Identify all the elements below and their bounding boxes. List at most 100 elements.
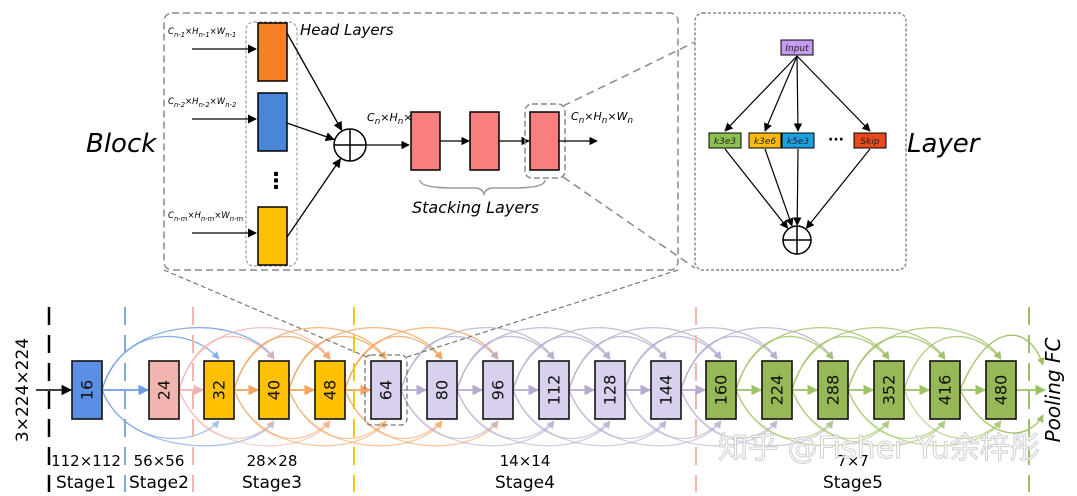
head-input-shape-label: Cn-m×Hn-m×Wn-m xyxy=(168,211,244,223)
head-layer-3 xyxy=(257,206,288,266)
skip-arrow-bottom xyxy=(178,389,331,447)
block-rect xyxy=(71,360,103,420)
block-96: 96 xyxy=(482,360,514,420)
stage-resolution-label: 28×28 xyxy=(247,452,298,470)
skip-arrow-top xyxy=(959,334,1045,391)
skip-arrow-top xyxy=(288,326,443,391)
head-layer-1 xyxy=(257,22,288,82)
block-channel-label: 40 xyxy=(265,380,284,400)
input-shape-label: 3×224×224 xyxy=(13,338,33,442)
skip-arrow-top xyxy=(101,327,275,391)
head-to-sum-arrow xyxy=(286,32,343,131)
block-rect xyxy=(203,360,235,420)
block-channel-label: 144 xyxy=(657,375,676,406)
watermark: 知乎 @Fisher Yu余梓彤 xyxy=(718,431,1040,466)
stage-name-label: Stage5 xyxy=(823,473,883,493)
zoom-connector-top xyxy=(562,41,696,107)
block-160: 160 xyxy=(705,360,737,420)
block-rect xyxy=(761,360,793,420)
stacking-layers-brace xyxy=(419,179,546,197)
skip-arrow-top xyxy=(512,326,667,391)
skip-arrow-top xyxy=(903,335,1002,391)
stacking-layer-2 xyxy=(469,111,500,171)
block-channel-label: 160 xyxy=(712,375,731,406)
skip-arrow-top xyxy=(400,326,555,391)
stage-resolution-label: 14×14 xyxy=(500,452,551,470)
op-node-label: k5e3 xyxy=(787,137,809,147)
stacking-layer-3 xyxy=(529,111,560,171)
skip-arrow-top xyxy=(680,326,834,391)
block-rect xyxy=(426,360,458,420)
stage-resolution-label: 56×56 xyxy=(134,452,185,470)
block-112: 112 xyxy=(538,360,570,420)
layer-title: Layer xyxy=(907,129,982,159)
block-rect xyxy=(370,360,402,420)
block-channel-label: 480 xyxy=(992,375,1011,406)
op-node-Skip xyxy=(853,132,887,149)
block-rect xyxy=(817,360,849,420)
skip-arrow-bottom xyxy=(624,389,778,447)
skip-arrow-top xyxy=(624,326,778,391)
head-input-shape-label: Cn-1×Hn-1×Wn-1 xyxy=(168,27,236,39)
skip-arrow-bottom xyxy=(400,389,555,447)
stage-name-label: Stage4 xyxy=(495,473,555,493)
zoom-connector xyxy=(163,269,368,358)
block-panel-frame xyxy=(163,12,679,271)
input-node-label: Input xyxy=(785,44,809,54)
op-node-k5e3 xyxy=(781,132,815,149)
block-channel-label: 288 xyxy=(824,375,843,406)
block-352: 352 xyxy=(873,360,905,420)
block-16: 16 xyxy=(71,360,103,420)
block-rect xyxy=(148,360,180,420)
block-rect xyxy=(258,360,290,420)
skip-arrow-bottom xyxy=(512,389,667,447)
block-channel-label: 112 xyxy=(545,375,564,406)
skip-arrow-top xyxy=(847,326,1002,391)
block-channel-label: 80 xyxy=(433,380,452,400)
stacking-layer-1 xyxy=(410,111,441,171)
skip-arrow-bottom xyxy=(791,389,946,447)
block-24: 24 xyxy=(148,360,180,420)
output-label: Pooling FC xyxy=(1041,338,1065,443)
block-channel-label: 32 xyxy=(210,380,229,400)
skip-arrow-bottom xyxy=(568,389,722,447)
layer-panel-frame xyxy=(694,12,907,271)
skip-arrow-bottom xyxy=(456,389,611,447)
skip-arrow-bottom xyxy=(288,389,443,447)
skip-arrow-top xyxy=(344,326,499,391)
block-rect xyxy=(314,360,346,420)
block-48: 48 xyxy=(314,360,346,420)
head-layers-label: Head Layers xyxy=(300,21,394,39)
skip-arrow-top xyxy=(791,326,946,391)
op-to-sum-arrow xyxy=(764,148,794,227)
block-rect xyxy=(705,360,737,420)
block-channel-label: 24 xyxy=(155,380,174,400)
block-rect xyxy=(538,360,570,420)
block-32: 32 xyxy=(203,360,235,420)
skip-arrow-top xyxy=(456,326,611,391)
stacking-layers-label: Stacking Layers xyxy=(412,198,539,217)
block-panel: Block Head Layers Cn-1×Hn-1×Wn-1Cn-2×Hn-… xyxy=(86,12,679,271)
skip-arrow-bottom xyxy=(101,389,275,447)
block-channel-label: 48 xyxy=(321,380,340,400)
input-to-op-arrow xyxy=(764,55,798,132)
op-to-sum-arrow xyxy=(805,148,871,229)
head-input-shape-label: Cn-2×Hn-2×Wn-2 xyxy=(168,97,236,109)
block-title: Block xyxy=(86,129,157,159)
head-layers-ellipsis: ⋮ xyxy=(265,169,287,194)
head-to-sum-arrow xyxy=(286,158,341,238)
block-128: 128 xyxy=(594,360,626,420)
skip-arrow-bottom xyxy=(344,389,499,447)
block-64: 64 xyxy=(370,360,402,420)
op-node-label: k3e3 xyxy=(714,137,736,147)
input-to-op-arrow xyxy=(724,55,798,132)
skip-arrow-top xyxy=(568,326,722,391)
block-channel-label: 64 xyxy=(377,380,396,400)
skip-arrow-bottom xyxy=(735,389,890,447)
block-rect xyxy=(594,360,626,420)
stage-name-label: Stage1 xyxy=(56,473,116,493)
skip-arrow-top xyxy=(178,326,331,391)
